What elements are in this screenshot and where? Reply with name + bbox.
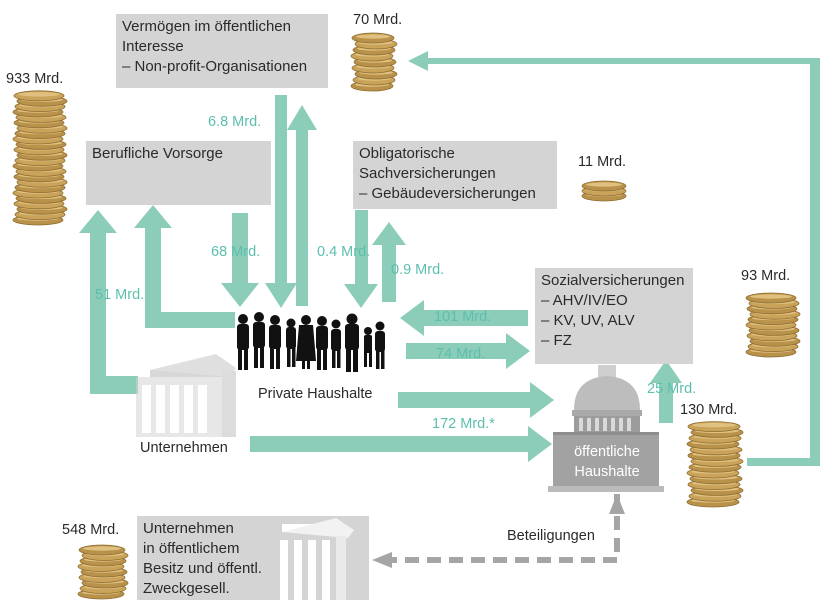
arrow-hh-to-oeff (398, 382, 554, 418)
arrow-npo-to-hh (265, 95, 297, 308)
unternehmen-building-icon (136, 354, 236, 437)
box-sozialversicherungen: Sozialversicherungen – AHV/IV/EO – KV, U… (535, 268, 693, 364)
flow-sach-out: 0.4 Mrd. (317, 244, 371, 260)
flow-oeff-sozial: 25 Mrd. (647, 381, 697, 397)
amount-unternehmen-oeffentlich: 548 Mrd. (62, 522, 120, 538)
box-line: – Gebäudeversicherungen (359, 185, 536, 202)
box-line: – Non-profit-Organisationen (122, 58, 308, 75)
arrow-hh-to-sach (372, 222, 406, 302)
flow-unternehmen-vorsorge: 51 Mrd. (95, 287, 145, 303)
box-sachversicherungen: Obligatorische Sachversicherungen – Gebä… (353, 141, 557, 209)
box-line: Interesse (122, 38, 184, 55)
arrow-hh-to-sozial (406, 333, 530, 369)
coin-stack-sach-icon (581, 180, 627, 202)
box-line: Obligatorische (359, 145, 455, 162)
coin-stack-sozial-icon (745, 292, 801, 358)
flow-vorsorge-hh: 68 Mrd. (211, 244, 261, 260)
oeffentliche-label-line1: öffentliche (574, 444, 640, 460)
flow-hh-sozial: 74 Mrd. (436, 346, 486, 362)
oeffentliche-haushalte-building-icon (548, 365, 664, 492)
box-oeffentliches-interesse: Vermögen im öffentlichen Interesse – Non… (116, 14, 328, 88)
flow-sozial-hh: 101 Mrd. (434, 309, 492, 325)
box-line: Vermögen im öffentlichen (122, 18, 291, 35)
amount-vorsorge: 933 Mrd. (6, 71, 64, 87)
oeffentliche-label-line2: Haushalte (574, 464, 639, 480)
amount-sach: 11 Mrd. (578, 154, 627, 170)
arrow-sozial-to-hh (400, 300, 528, 336)
amount-npo: 70 Mrd. (353, 12, 403, 28)
arrow-oeff-to-sozial (650, 360, 682, 423)
box-line: Berufliche Vorsorge (92, 145, 223, 162)
arrow-unt-to-vorsorge (79, 210, 138, 394)
label-beteiligungen: Beteiligungen (507, 528, 595, 544)
box-line: – FZ (541, 332, 572, 349)
coin-stack-oeffentlich-icon (686, 421, 744, 508)
oeffentliche-unternehmen-building-icon (280, 518, 354, 600)
arrow-sach-to-hh (344, 210, 378, 308)
label-private-haushalte: Private Haushalte (258, 386, 373, 402)
arrow-unt-to-oeff (250, 426, 552, 462)
box-berufliche-vorsorge: Berufliche Vorsorge (86, 141, 271, 205)
flow-npo: 6.8 Mrd. (208, 114, 262, 130)
private-haushalte-people-icon (237, 312, 385, 372)
coin-stack-unternehmen-oeffentlich-icon (77, 544, 129, 600)
box-line: – KV, UV, ALV (541, 312, 635, 329)
arrow-hh-to-vorsorge (134, 205, 235, 328)
box-line: Sozialversicherungen (541, 272, 685, 289)
label-unternehmen: Unternehmen (140, 440, 228, 456)
flow-sach-in: 0.9 Mrd. (391, 262, 445, 278)
coin-stacks (12, 32, 801, 600)
arrow-vorsorge-to-hh (221, 213, 259, 307)
amount-sozial: 93 Mrd. (741, 268, 791, 284)
coin-stack-npo-icon (350, 32, 398, 92)
coin-stack-vorsorge-icon (12, 90, 68, 226)
arrow-hh-to-npo (287, 105, 317, 306)
box-line: – AHV/IV/EO (541, 292, 628, 309)
amount-oeffentlich: 130 Mrd. (680, 402, 738, 418)
arrow-beteiligungen (372, 494, 625, 568)
box-line: Sachversicherungen (359, 165, 496, 182)
flow-arrows (79, 51, 820, 466)
flow-to-oeff: 172 Mrd.* (432, 416, 495, 432)
